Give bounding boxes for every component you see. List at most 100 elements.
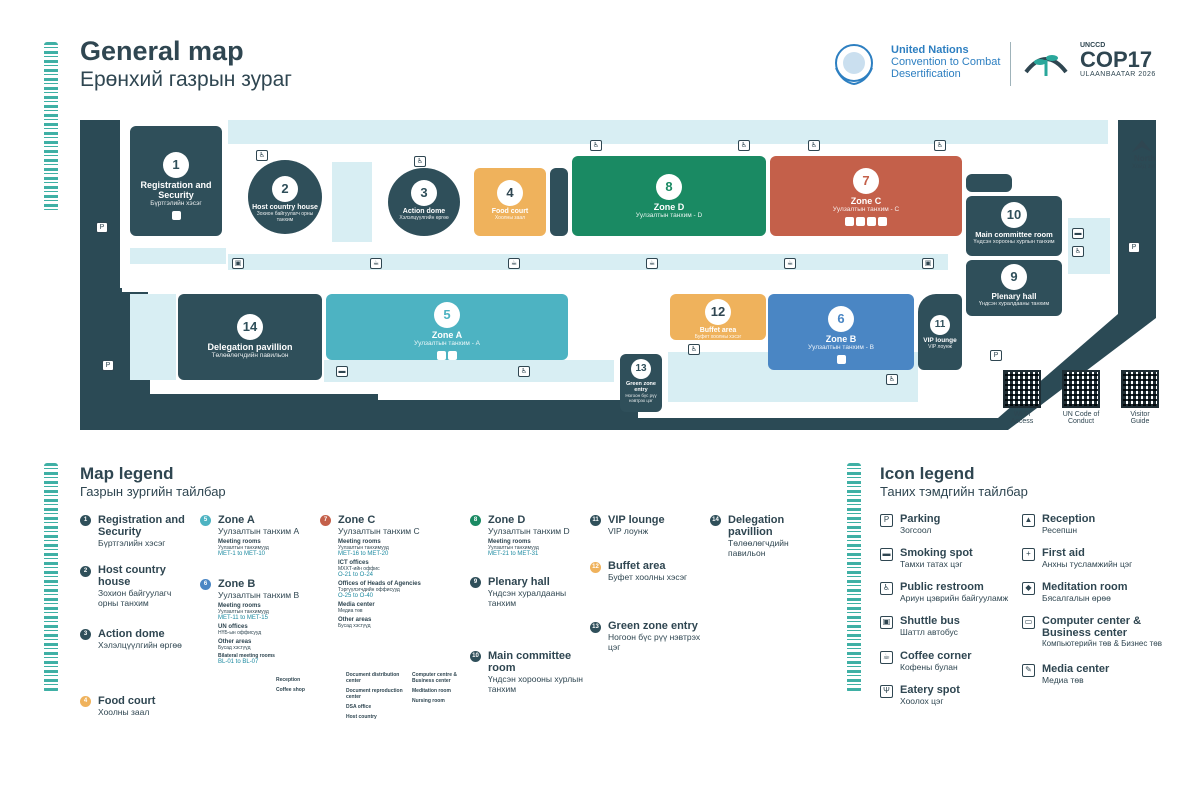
restroom-icon: ♿ [808, 140, 820, 151]
legend-item-subtitle: Уулзалтын танхим A [218, 526, 300, 536]
zone-subtitle: Төлөөлөгчдийн павильон [211, 352, 289, 359]
media-center-icon: ✎ [1022, 664, 1035, 677]
un-title: United Nations [891, 44, 969, 56]
zone-number: 4 [497, 180, 523, 206]
zone-12-buffet-area[interactable]: 12 Buffet area Буфет хоолны хэсэг [670, 294, 766, 340]
legend-subgroup-title: Meeting rooms [338, 539, 381, 545]
legend-item-title: Zone D [488, 514, 526, 526]
legend-other-area: Document distribution center [346, 672, 400, 684]
legend-item-zone-a: Zone A Уулзалтын танхим A Meeting rooms … [218, 514, 318, 557]
coffee-icon: ☕ [370, 258, 382, 269]
zone-title: Buffet area [699, 327, 737, 334]
icon-legend-item-title: Shuttle bus [900, 615, 960, 627]
shuttle-icon [836, 355, 846, 365]
restroom-icon: ♿ [256, 150, 268, 161]
legend-item-subtitle: Уулзалтын танхим C [338, 526, 420, 536]
north-corridor [228, 120, 1108, 144]
legend-item-main-committee: Main committee room Үндсэн хорооны хурлы… [488, 650, 588, 694]
code-of-conduct-qr-code[interactable] [1062, 370, 1100, 408]
legend-item-subtitle: Бүртгэлийн хэсэг [98, 538, 166, 548]
wifi-qr-code[interactable] [1003, 370, 1041, 408]
un-line3: Desertification [891, 68, 961, 80]
icon-legend-item-title: Media center [1042, 663, 1110, 675]
parking-icon: P [102, 360, 114, 371]
zone-2-host-country-house[interactable]: 2 Host country house Зохион байгуулагч о… [248, 160, 322, 234]
zone-14-delegation-pavillion[interactable]: 14 Delegation pavillion Төлөөлөгчдийн па… [178, 294, 322, 380]
legend-item-title: Host country house [98, 564, 166, 588]
shuttle-bus-icon: ▣ [922, 258, 934, 269]
zone-3-action-dome[interactable]: 3 Action dome Хэлэлцүүлгийн өргөө [388, 168, 460, 236]
zone-number: 6 [828, 306, 854, 332]
zone-subtitle: Уулзалтын танхим - B [807, 344, 875, 351]
zone-number: 2 [272, 176, 298, 202]
parking-icon: P [880, 514, 893, 527]
reception-icon [878, 217, 887, 227]
legend-room-range: O-25 to O-40 [338, 593, 374, 599]
map-legend-title: Map legend [80, 464, 174, 483]
icon-legend-item-title: Coffee corner [900, 650, 972, 662]
icon-legend-item-title: Parking [900, 513, 941, 525]
zone-11-vip-lounge[interactable]: 11 VIP lounge VIP лоунж [918, 294, 962, 370]
zone-subtitle: Хэлэлцүүлгийн өргөө [399, 215, 449, 221]
zone-7-zone-c[interactable]: 7 Zone C Уулзалтын танхим - C [770, 156, 962, 236]
zone-4-food-court[interactable]: 4 Food court Хоолны заал [474, 168, 546, 236]
restroom-icon: ♿ [590, 140, 602, 151]
zone-number: 8 [656, 174, 682, 200]
legend-badge: 3 [80, 629, 91, 640]
cop-place: ULAANBAATAR 2026 [1080, 71, 1156, 78]
zone-title: Zone A [431, 330, 463, 340]
zone-subtitle: VIP лоунж [928, 344, 952, 350]
icon-legend-item: Computer center & Business center Компью… [1042, 615, 1182, 648]
zone-6-zone-b[interactable]: 6 Zone B Уулзалтын танхим - B [768, 294, 914, 370]
mongolian-script-title [44, 42, 58, 212]
zone-8-zone-d[interactable]: 8 Zone D Уулзалтын танхим - D [572, 156, 766, 236]
zone-1-registration[interactable]: 1 Registration and Security Бүртгэлийн х… [130, 126, 222, 236]
zone-subtitle: Уулзалтын танхим - A [413, 340, 481, 347]
zone-title: Registration and Security [140, 180, 212, 200]
zone-number: 7 [853, 168, 879, 194]
stairs-block [550, 168, 568, 236]
zone-10-main-committee[interactable]: 10 Main committee room Үндсэн хорооны ху… [966, 196, 1062, 256]
restroom-icon: ♿ [880, 582, 893, 595]
zone-title: Zone C [850, 196, 882, 206]
legend-item-title: Main committee room [488, 650, 572, 674]
icon-legend-item-title: Eatery spot [900, 684, 960, 696]
legend-subgroup-subtitle: Уулзалтын танхимууд [338, 545, 389, 551]
icon-legend-item: Media center Медиа төв [1042, 663, 1172, 685]
zone-title: Host country house [252, 204, 318, 211]
icon-legend-item: Public restroom Ариун цэврийн байгууламж [900, 581, 1040, 603]
legend-item-zone-b: Zone B Уулзалтын танхим B Meeting rooms … [218, 578, 318, 665]
coffee-icon: ☕ [508, 258, 520, 269]
page-subtitle: Ерөнхий газрын зураг [80, 68, 292, 91]
legend-item-vip-lounge: VIP lounge VIP лоунж [608, 514, 708, 536]
legend-item: Registration and Security Бүртгэлийн хэс… [98, 514, 188, 548]
legend-subgroup-title: ICT offices [338, 560, 369, 566]
logo-divider [1010, 42, 1011, 86]
qr-label-2: Conduct [1067, 418, 1095, 425]
legend-badge: 5 [200, 515, 211, 526]
legend-item-zone-c: Zone C Уулзалтын танхим C Meeting rooms … [338, 514, 458, 629]
legend-other-areas-zone-c-left: Document distribution center Document re… [346, 672, 406, 720]
cop-title: COP17 [1080, 47, 1153, 72]
icon-legend-item-subtitle: Хоолох цэг [900, 696, 944, 706]
legend-badge: 10 [470, 651, 481, 662]
legend-badge: 9 [470, 577, 481, 588]
meditation-icon: ◆ [1022, 582, 1035, 595]
zone-13-green-zone-entry[interactable]: 13 Green zone entry Ногоон бүс рүү нэвтр… [620, 354, 662, 412]
legend-item-subtitle: Үндсэн хорооны хурлын танхим [488, 674, 583, 694]
icon-legend-item: Coffee corner Кофены булан [900, 650, 1020, 672]
legend-subgroup-subtitle: НҮБ-ын оффисууд [218, 630, 262, 636]
legend-room-range: BL-01 to BL-07 [218, 659, 259, 665]
first-aid-icon [867, 217, 876, 227]
zone-title: Zone D [653, 202, 685, 212]
qr-label: Visitor [1130, 411, 1150, 418]
icon-legend-item: Meditation room Бясалгалын өрөө [1042, 581, 1172, 603]
legend-item-green-zone-entry: Green zone entry Ногоон бүс рүү нэвтрэх … [608, 620, 708, 652]
north-sublabel: Хойд зүг [1132, 164, 1156, 170]
visitor-guide-qr-code[interactable] [1121, 370, 1159, 408]
zone-5-zone-a[interactable]: 5 Zone A Уулзалтын танхим - A [326, 294, 568, 361]
icon-legend-item-title: First aid [1042, 547, 1085, 559]
zone-9-plenary-hall[interactable]: 9 Plenary hall Үндсэн хуралдааны танхим [966, 260, 1062, 316]
legend-item-title: Zone C [338, 514, 376, 526]
legend-other-areas-zone-c-right: Computer centre & Business center Medita… [412, 672, 468, 704]
